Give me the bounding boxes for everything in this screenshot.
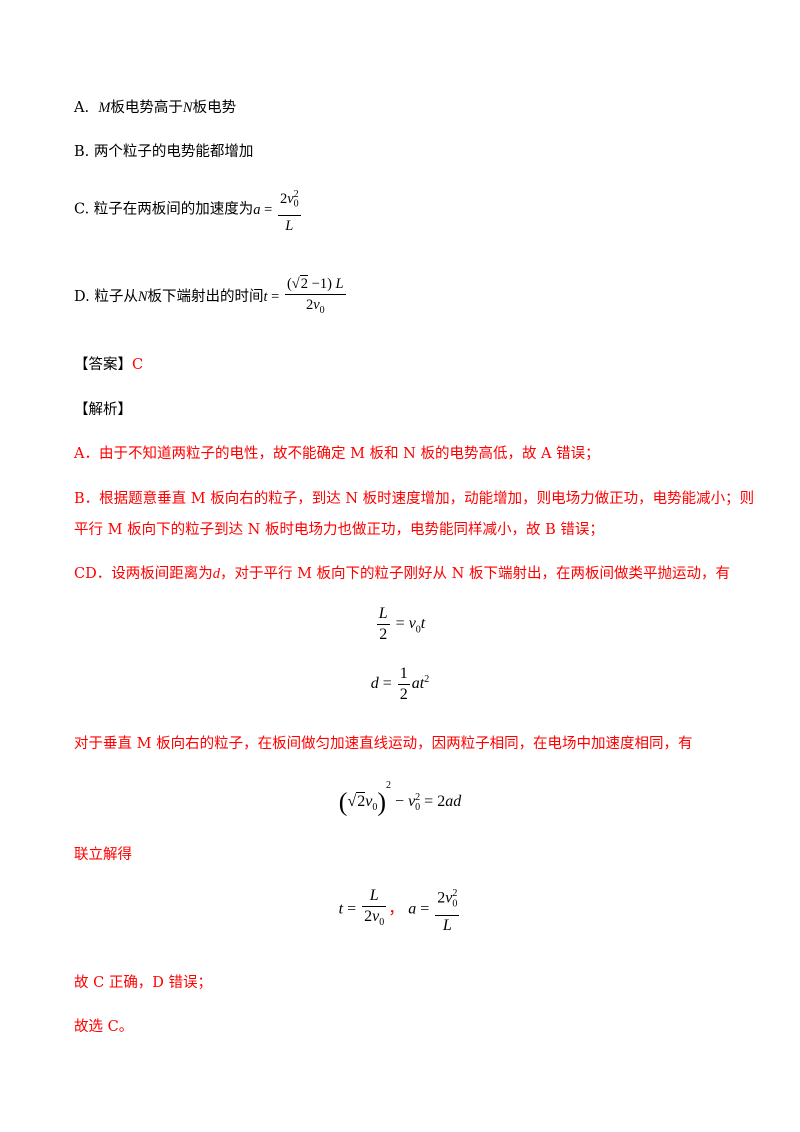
analysis-b-line1: B．根据题意垂直 M 板向右的粒子，到达 N 板时速度增加，动能增加，则电场力做… xyxy=(74,491,755,507)
equation-velocity: (√2v0)2 − v02 = 2ad xyxy=(338,780,462,817)
answer-line: 【答案】C xyxy=(74,355,143,375)
analysis-conclusion: 故 C 正确，D 错误； xyxy=(74,975,213,991)
analysis-b-line2: 平行 M 板向下的粒子到达 N 板时电场力也做正功，电势能同样减小，故 B 错误… xyxy=(74,522,604,538)
option-d-text: 板下端射出的时间 xyxy=(147,288,264,305)
analysis-final: 故选 C。 xyxy=(74,1019,134,1035)
analysis-perp: 对于垂直 M 板向右的粒子，在板间做匀加速直线运动，因两粒子相同，在电场中加速度… xyxy=(74,736,693,752)
option-d-n: N xyxy=(137,288,148,305)
option-b: B. 两个粒子的电势能都增加 xyxy=(74,144,254,160)
analysis-joint: 联立解得 xyxy=(74,847,132,863)
option-a-prefix: A. xyxy=(74,100,90,116)
analysis-cd: CD．设两板间距离为d，对于平行 M 板向下的粒子刚好从 N 板下端射出，在两板… xyxy=(74,564,730,584)
option-a: A. M板电势高于N板电势 xyxy=(74,98,236,118)
analysis-cd-prefix: CD．设两板间距离为 xyxy=(74,566,213,582)
analysis-cd-d: d xyxy=(212,566,220,582)
option-a-n: N xyxy=(182,100,193,116)
analysis-a: A．由于不知道两粒子的电性，故不能确定 M 板和 N 板的电势高低，故 A 错误… xyxy=(74,446,600,462)
analysis-cd-rest: ，对于平行 M 板向下的粒子刚好从 N 板下端射出，在两板间做类平抛运动，有 xyxy=(219,566,730,582)
analysis-label: 【解析】 xyxy=(74,402,132,418)
option-a-m: M xyxy=(98,100,111,116)
option-d-prefix: D. 粒子从 xyxy=(74,288,138,305)
answer-value: C xyxy=(132,357,144,373)
option-a-mid: 板电势高于 xyxy=(110,100,183,116)
answer-label: 【答案】 xyxy=(74,357,132,373)
option-c-text: C. 粒子在两板间的加速度为 xyxy=(74,201,254,218)
option-a-end: 板电势 xyxy=(192,100,237,116)
